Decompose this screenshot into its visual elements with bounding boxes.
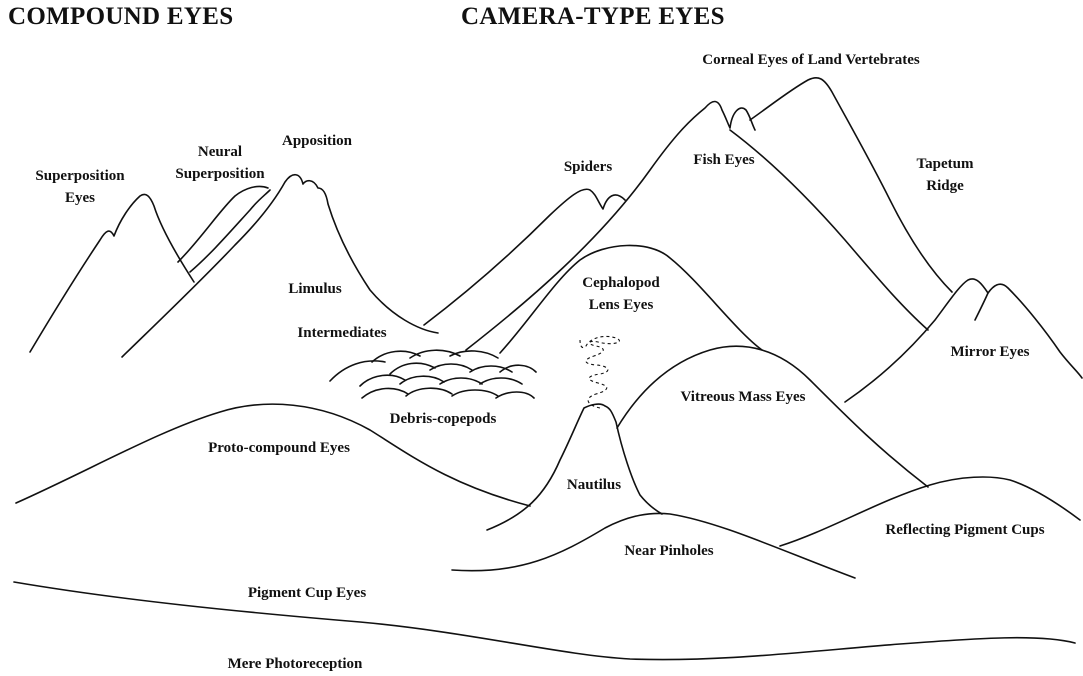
compound-eyes-heading: COMPOUND EYES bbox=[8, 3, 234, 30]
apposition-peak bbox=[121, 173, 439, 358]
tapetum-ridge-label: Tapetum Ridge bbox=[895, 153, 995, 197]
fish-eyes-mountain bbox=[465, 100, 756, 351]
corneal-eyes-label: Corneal Eyes of Land Vertebrates bbox=[702, 52, 920, 68]
proto-compound-hill bbox=[15, 403, 531, 507]
mere-photoreception-label: Mere Photoreception bbox=[227, 656, 363, 672]
near-pinholes-label: Near Pinholes bbox=[624, 543, 714, 559]
cephalopod-hill bbox=[499, 244, 763, 354]
debris-copepods-scales bbox=[329, 349, 537, 399]
spiders-label: Spiders bbox=[563, 159, 613, 175]
limulus-label: Limulus bbox=[288, 281, 342, 297]
apposition-label: Apposition bbox=[281, 133, 353, 149]
debris-copepods-label: Debris-copepods bbox=[389, 411, 497, 427]
nautilus-label: Nautilus bbox=[566, 477, 622, 493]
neural-superposition-label-line1: Neural bbox=[197, 144, 243, 160]
neural-superposition-peak bbox=[177, 185, 269, 263]
vitreous-mass-eyes-label: Vitreous Mass Eyes bbox=[680, 389, 806, 405]
superposition-eyes-peak bbox=[29, 193, 195, 353]
near-pinholes-hill bbox=[451, 512, 856, 579]
cephalopod-lens-eyes-label-line1: Cephalopod bbox=[582, 275, 660, 291]
cephalopod-lens-eyes-label-line2: Lens Eyes bbox=[588, 297, 654, 313]
superposition-eyes-label: Superposition Eyes bbox=[22, 165, 138, 209]
neural-superposition-label-line2: Superposition bbox=[175, 166, 265, 182]
superposition-eyes-label-line2: Eyes bbox=[65, 190, 95, 206]
cephalopod-lens-eyes-label: Cephalopod Lens Eyes bbox=[565, 272, 677, 316]
fish-eyes-right-slope bbox=[729, 129, 929, 331]
pigment-cup-ground-line bbox=[13, 581, 1076, 661]
intermediates-label: Intermediates bbox=[297, 325, 387, 341]
pigment-cup-eyes-label: Pigment Cup Eyes bbox=[247, 585, 367, 601]
reflecting-pigment-cups-hill bbox=[779, 476, 1081, 547]
camera-type-eyes-heading: CAMERA-TYPE EYES bbox=[461, 3, 725, 30]
corneal-eyes-mountain bbox=[749, 76, 953, 293]
tapetum-ridge-label-line2: Ridge bbox=[926, 178, 964, 194]
apposition-shoulder bbox=[189, 189, 271, 273]
fish-eyes-label: Fish Eyes bbox=[693, 152, 755, 168]
mirror-eyes-inner-line bbox=[974, 292, 989, 321]
neural-superposition-label: Neural Superposition bbox=[158, 141, 282, 185]
superposition-eyes-label-line1: Superposition bbox=[35, 168, 125, 184]
proto-compound-eyes-label: Proto-compound Eyes bbox=[208, 440, 350, 456]
reflecting-pigment-cups-label: Reflecting Pigment Cups bbox=[885, 522, 1045, 538]
vitreous-mass-hill bbox=[616, 345, 929, 488]
nautilus-peak bbox=[486, 403, 663, 531]
tapetum-ridge-label-line1: Tapetum bbox=[916, 156, 974, 172]
spiders-peak bbox=[423, 188, 626, 326]
mirror-eyes-label: Mirror Eyes bbox=[950, 344, 1030, 360]
nautilus-smoke bbox=[579, 335, 620, 409]
